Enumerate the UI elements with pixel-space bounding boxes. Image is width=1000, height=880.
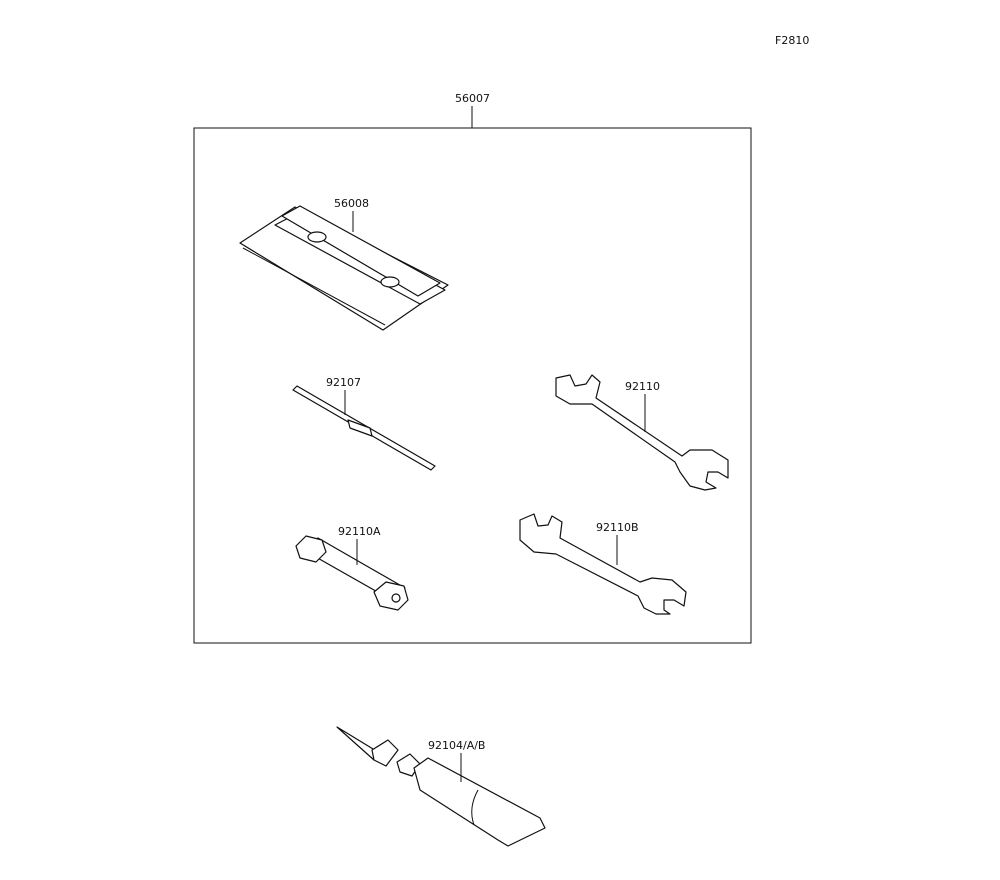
part-label-box-wrench[interactable]: 92110A xyxy=(338,525,381,538)
open-end-wrench-small-drawing xyxy=(519,513,687,615)
part-label-screwdriver[interactable]: 92107 xyxy=(326,376,361,389)
box-wrench-drawing xyxy=(295,535,409,611)
figure-id: F2810 xyxy=(775,34,809,47)
part-label-wrench-small[interactable]: 92110B xyxy=(596,521,639,534)
part-label-grease[interactable]: 92104/A/B xyxy=(428,739,485,752)
part-label-wrench-large[interactable]: 92110 xyxy=(625,380,660,393)
part-label-case[interactable]: 56008 xyxy=(334,197,369,210)
kit-box-frame xyxy=(193,127,752,644)
open-end-wrench-large-drawing xyxy=(555,374,729,491)
screwdriver-drawing xyxy=(292,385,436,471)
grease-tube-drawing xyxy=(336,726,546,847)
tool-case-drawing xyxy=(239,205,449,331)
part-label-kit[interactable]: 56007 xyxy=(455,92,490,105)
